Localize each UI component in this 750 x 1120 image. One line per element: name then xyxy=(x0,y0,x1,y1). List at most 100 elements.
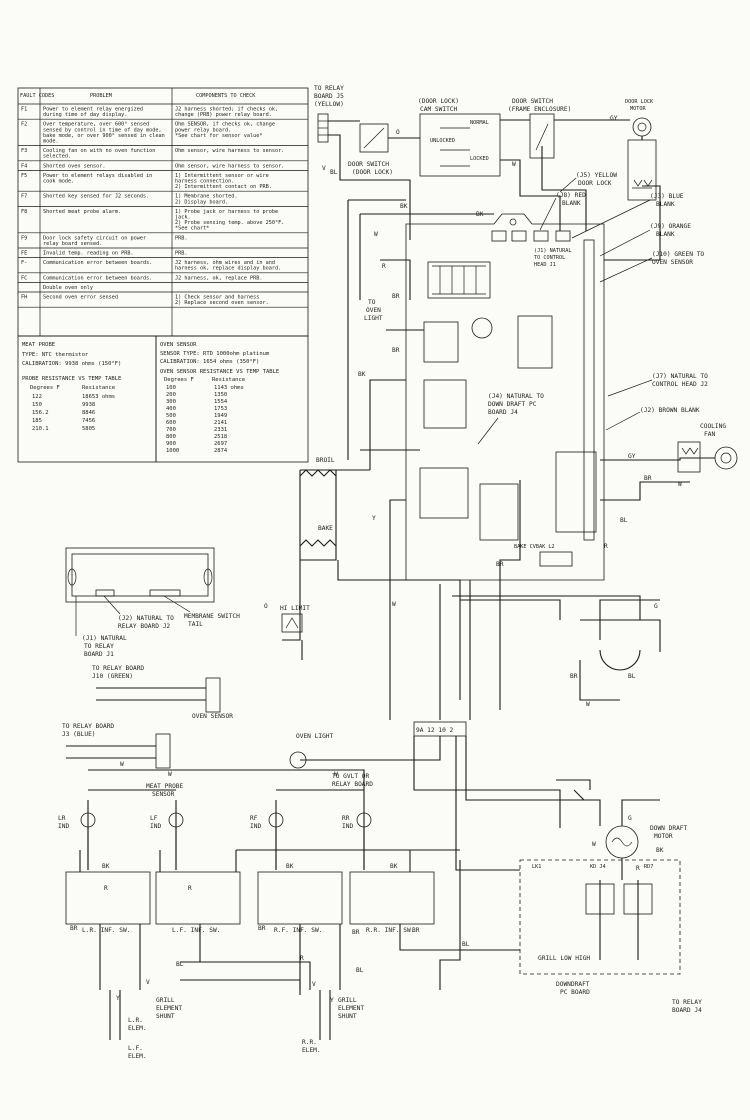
wire-color-code: BR xyxy=(352,929,360,936)
svg-text:(J9) ORANGE: (J9) ORANGE xyxy=(650,223,691,230)
fault-check: PRB. xyxy=(175,235,188,241)
svg-text:(J3) BLUE: (J3) BLUE xyxy=(650,193,684,200)
os-resistance: 2331 xyxy=(214,427,227,433)
mp-resistance: 18653 ohms xyxy=(82,394,115,400)
svg-text:(J10) GREEN TO: (J10) GREEN TO xyxy=(652,251,704,258)
wire-color-code: G xyxy=(654,603,658,610)
wire xyxy=(282,470,301,641)
svg-text:L.F.: L.F. xyxy=(128,1045,143,1052)
wire xyxy=(599,649,641,671)
fault-code: FH xyxy=(21,295,27,301)
wire xyxy=(328,134,411,240)
svg-text:RD7: RD7 xyxy=(644,864,653,870)
svg-text:RF: RF xyxy=(250,815,258,822)
fault-problem: bake mode, or over 900° sensed in clean xyxy=(43,133,165,139)
os-degrees: 700 xyxy=(166,427,176,433)
svg-text:R.F. INF. SW.: R.F. INF. SW. xyxy=(274,927,322,934)
mp-resistance: 7456 xyxy=(82,418,95,424)
wire-color-code: BK xyxy=(476,211,484,218)
svg-text:IND: IND xyxy=(58,823,69,830)
svg-text:OVEN LIGHT: OVEN LIGHT xyxy=(296,733,334,740)
fault-problem: Power to element relays disabled in xyxy=(43,173,152,179)
fault-check: J2 harness, ok, replace PRB. xyxy=(175,275,262,281)
fault-code: F1 xyxy=(21,107,27,113)
mp-resistance: 5805 xyxy=(82,426,95,432)
svg-text:L.R.: L.R. xyxy=(128,1017,143,1024)
wire-color-code: W xyxy=(334,771,338,778)
svg-text:KD J4: KD J4 xyxy=(590,864,606,870)
fault-check: 1) Membrane shorted. xyxy=(175,194,237,200)
svg-text:(DOOR LOCK): (DOOR LOCK) xyxy=(352,169,393,176)
svg-text:GRILL: GRILL xyxy=(156,997,175,1004)
svg-text:J10 (GREEN): J10 (GREEN) xyxy=(92,673,133,680)
wire xyxy=(604,185,661,261)
os-resistance: 1949 xyxy=(214,413,227,419)
wire-color-code: BR xyxy=(644,475,652,482)
svg-text:L.F. INF. SW.: L.F. INF. SW. xyxy=(172,927,220,934)
fault-check: 2) Intermittent contact on PRB. xyxy=(175,184,272,190)
wire-color-code: BL xyxy=(356,967,364,974)
mp-degrees: 210.1 xyxy=(32,426,49,432)
hi-limit-switch xyxy=(281,613,303,633)
fault-problem: Door lock safety circuit on power xyxy=(43,235,146,241)
svg-text:TAIL: TAIL xyxy=(188,621,203,628)
svg-text:(DOOR LOCK): (DOOR LOCK) xyxy=(418,98,459,105)
svg-text:OVEN SENSOR: OVEN SENSOR xyxy=(652,259,693,266)
svg-text:TO RELAY BOARD: TO RELAY BOARD xyxy=(92,665,144,672)
door-lock-section: TO RELAY BOARD J5 (YELLOW) (DOOR LOCK) C… xyxy=(314,85,657,201)
fault-problem: relay board sensed. xyxy=(43,241,102,247)
svg-text:(J2) NATURAL TO: (J2) NATURAL TO xyxy=(118,615,174,622)
svg-text:ELEM.: ELEM. xyxy=(302,1047,321,1054)
svg-text:LK1: LK1 xyxy=(532,864,541,870)
fault-code: F2 xyxy=(21,122,27,128)
os-resistance: 1554 xyxy=(214,399,228,405)
fault-problem: Communication error between boards. xyxy=(43,275,152,281)
fault-problem: Shorted oven sensor. xyxy=(43,163,105,169)
svg-text:TO GVLT OR: TO GVLT OR xyxy=(332,773,370,780)
svg-text:HEAD J1: HEAD J1 xyxy=(534,262,556,268)
svg-text:FAN: FAN xyxy=(704,431,715,438)
svg-text:DOWN DRAFT PC: DOWN DRAFT PC xyxy=(488,401,537,408)
svg-text:DOOR SWITCH: DOOR SWITCH xyxy=(348,161,389,168)
down-draft-motor: DOWN DRAFT MOTOR xyxy=(605,825,688,859)
meat-probe-table-title: PROBE RESISTANCE VS TEMP TABLE xyxy=(22,376,121,382)
fault-problem: Cooling fan on with no oven function xyxy=(43,148,155,154)
svg-text:CAM SWITCH: CAM SWITCH xyxy=(420,106,458,113)
fault-code: FE xyxy=(21,251,27,257)
surface-indicators: LR IND LF IND RF IND RR IND xyxy=(58,812,372,830)
oven-sensor-part: TO RELAY BOARD J10 (GREEN) OVEN SENSOR xyxy=(92,665,233,720)
svg-text:ELEM.: ELEM. xyxy=(128,1025,147,1032)
fault-problem: sensed by control in time of day mode, xyxy=(43,127,162,133)
os-degrees: 200 xyxy=(166,392,176,398)
os-degrees: 900 xyxy=(166,441,176,447)
fault-code: FC xyxy=(21,275,27,281)
mp-degrees: 150 xyxy=(32,402,42,408)
wire xyxy=(573,789,585,801)
wire-color-code: BL xyxy=(330,169,338,176)
wire-color-code: W xyxy=(392,601,396,608)
svg-text:HI LIMIT: HI LIMIT xyxy=(280,605,310,612)
fault-check: change (PRB) power relay board. xyxy=(175,112,272,118)
svg-text:L.R. INF. SW.: L.R. INF. SW. xyxy=(82,927,130,934)
wire xyxy=(599,599,660,640)
wire-color-code: W xyxy=(512,161,516,168)
wire xyxy=(465,736,601,826)
fault-check: harness ok, replace display board. xyxy=(175,266,281,272)
svg-text:DOOR SWITCH: DOOR SWITCH xyxy=(512,98,553,105)
svg-text:(J5) YELLOW: (J5) YELLOW xyxy=(576,172,617,179)
downdraft-pc-board: LK1 KD J4 RD7 GRILL LOW HIGH DOWNDRAFT P… xyxy=(519,859,702,1014)
wire-color-code: BL xyxy=(620,517,628,524)
svg-text:GRILL: GRILL xyxy=(338,997,357,1004)
fault-check: 1) Probe jack or harness to probe xyxy=(175,209,278,215)
wire-color-code: Y xyxy=(116,995,120,1002)
fault-problem: Over temperature, over 600° sensed xyxy=(43,122,149,128)
os-degrees: 400 xyxy=(166,406,176,412)
svg-text:BAKE: BAKE xyxy=(318,525,333,532)
wire xyxy=(579,660,620,701)
meat-probe-title: MEAT PROBE xyxy=(22,342,55,348)
svg-text:(YELLOW): (YELLOW) xyxy=(314,101,344,108)
mp-degrees: 185 xyxy=(32,418,42,424)
